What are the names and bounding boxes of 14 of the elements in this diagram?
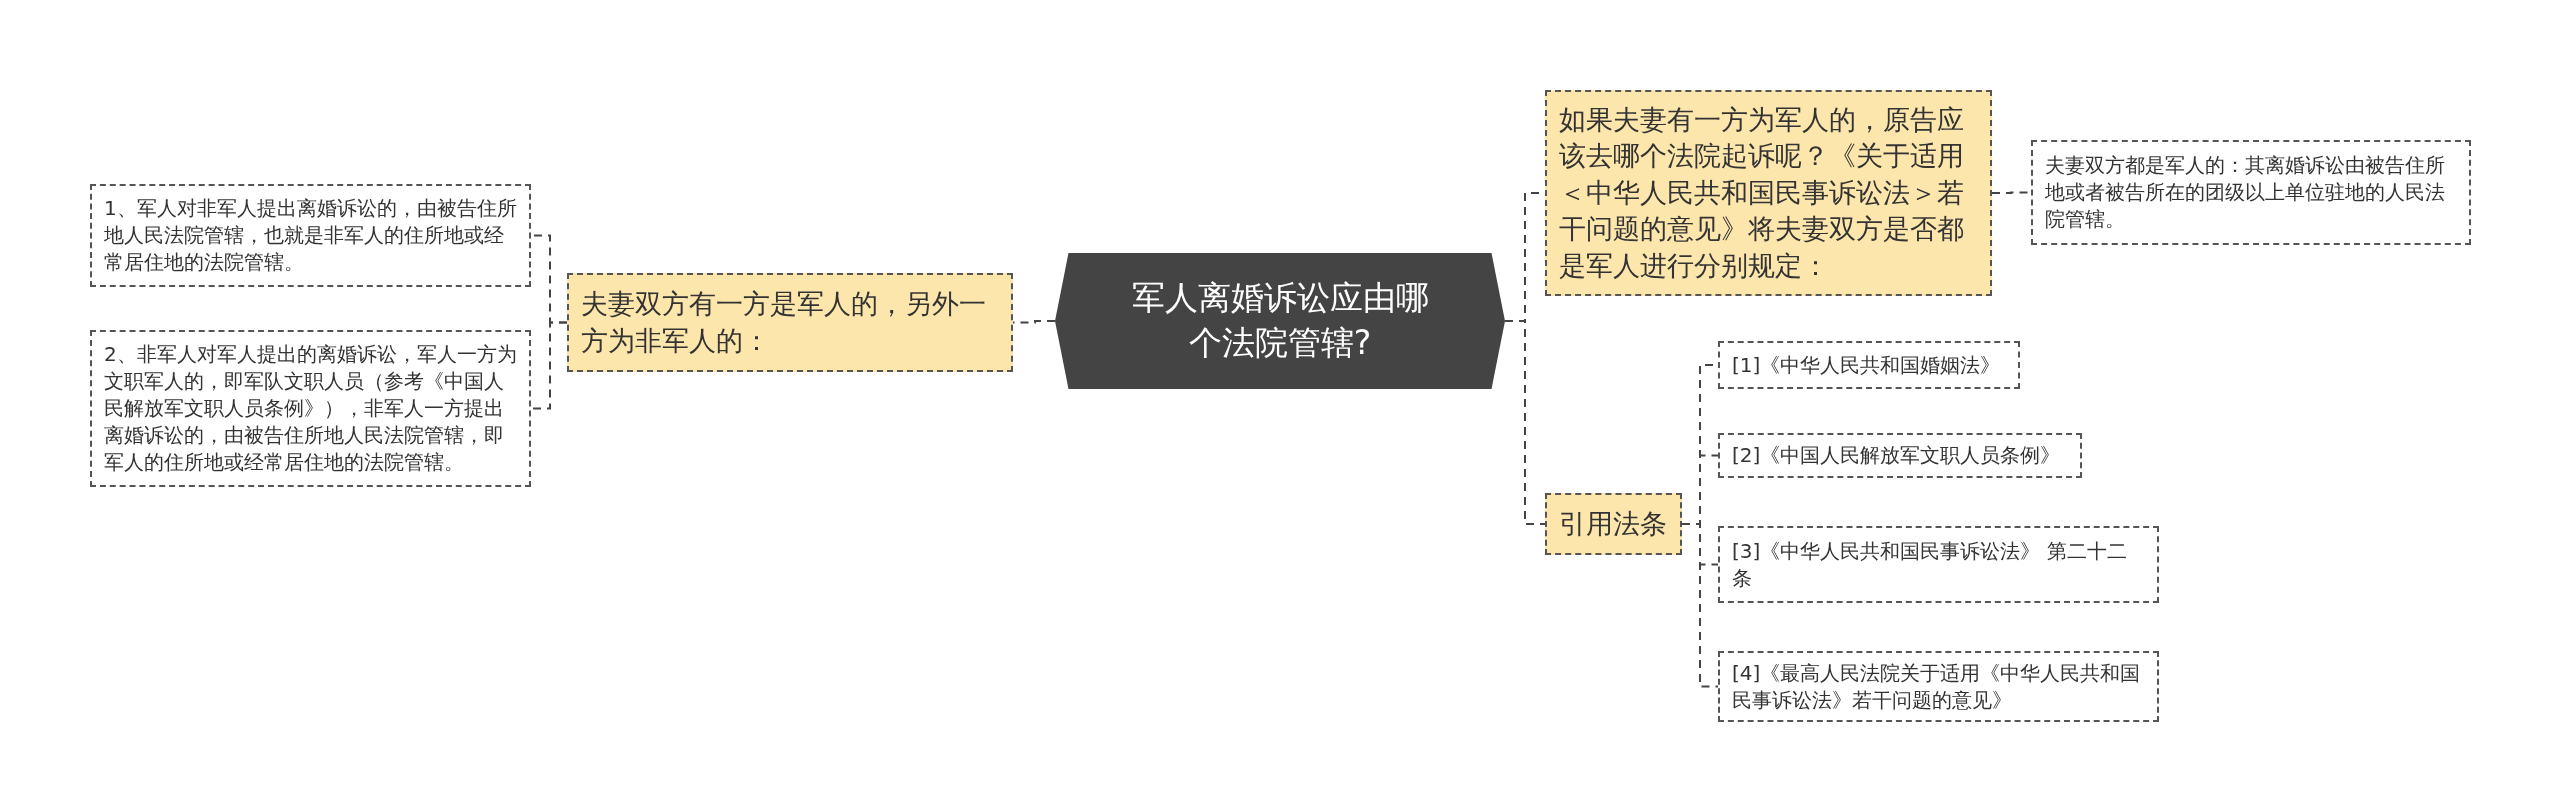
- connector-line: [1504, 320, 1546, 525]
- note-box: [3]《中华人民共和国民事诉讼法》 第二十二条: [1718, 526, 2159, 603]
- note-box: 2、非军人对军人提出的离婚诉讼，军人一方为文职军人的，即军队文职人员（参考《中国人民解放军文职人员条例》），非军人一方提出离婚诉讼的，由被告住所地人民法院管辖，即军人的住所地或经常居住地的法院管辖。: [90, 330, 531, 487]
- note-box: [4]《最高人民法院关于适用《中华人民共和国民事诉讼法》若干问题的意见》: [1718, 651, 2159, 722]
- topic-box: 引用法条: [1545, 493, 1682, 555]
- topic-box: 夫妻双方有一方是军人的，另外一方为非军人的：: [567, 273, 1013, 372]
- central-topic: 军人离婚诉讼应由哪个法院管辖?: [1055, 253, 1505, 389]
- note-box: [2]《中国人民解放军文职人员条例》: [1718, 433, 2082, 478]
- connector-line: [530, 321, 568, 410]
- connector-line: [1681, 523, 1719, 688]
- note-box: [1]《中华人民共和国婚姻法》: [1718, 341, 2020, 389]
- note-box: 1、军人对非军人提出离婚诉讼的，由被告住所地人民法院管辖，也就是非军人的住所地或经常居住地的法院管辖。: [90, 184, 531, 287]
- topic-box: 如果夫妻有一方为军人的，原告应该去哪个法院起诉呢？《关于适用＜中华人民共和国民事诉讼法＞若干问题的意见》将夫妻双方是否都是军人进行分别规定：: [1545, 90, 1992, 296]
- note-box: 夫妻双方都是军人的：其离婚诉讼由被告住所地或者被告所在的团级以上单位驻地的人民法院管辖。: [2031, 140, 2471, 245]
